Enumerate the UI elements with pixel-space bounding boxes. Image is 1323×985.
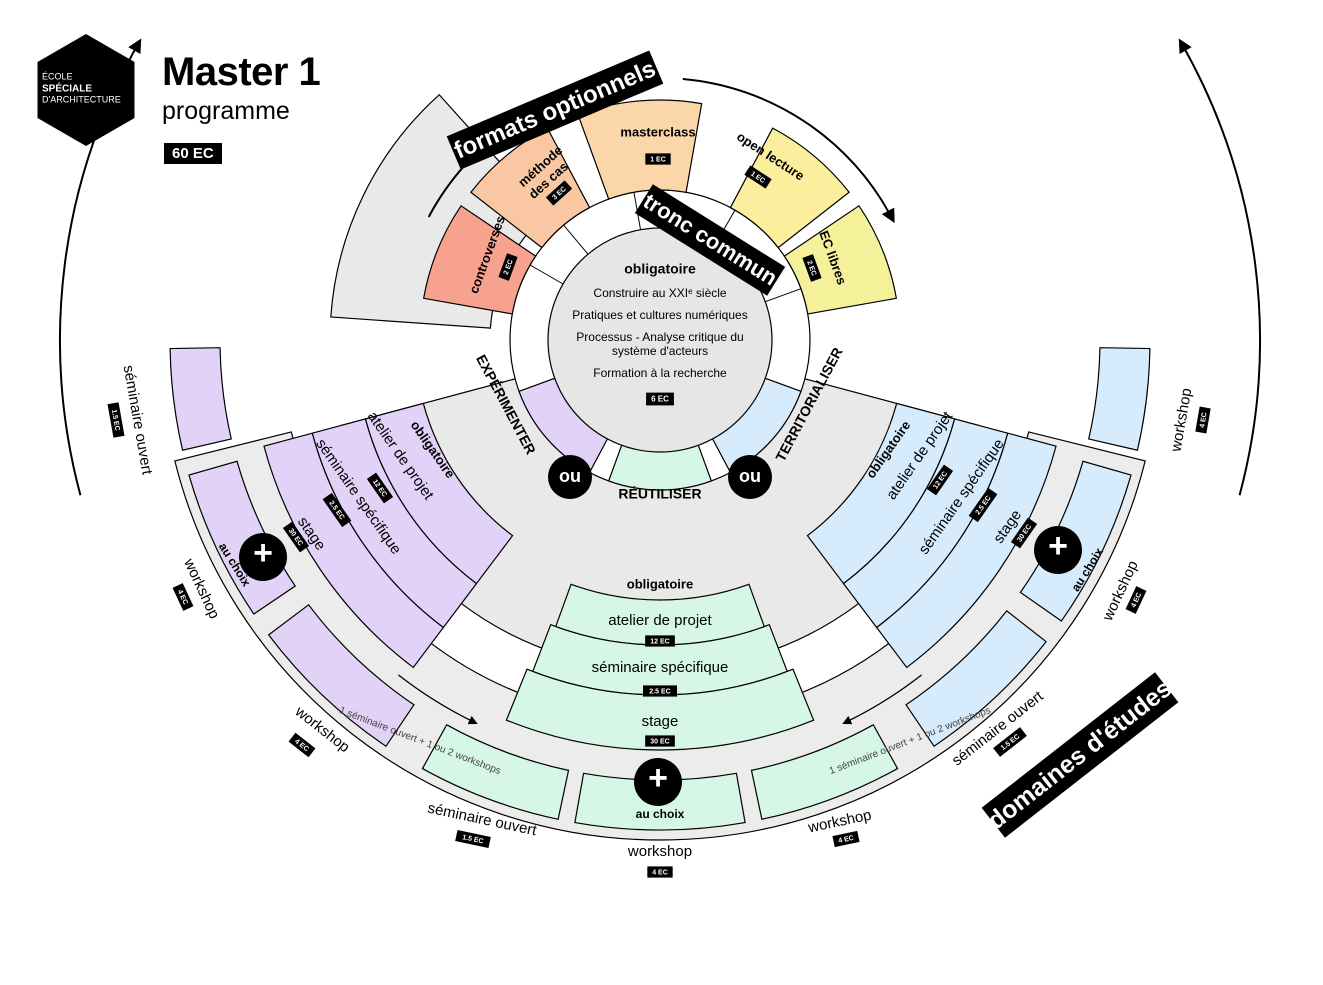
svg-text:30 EC: 30 EC — [650, 738, 669, 745]
core-item-2: Processus - Analyse critique du — [576, 330, 743, 344]
domains-outer-band — [174, 431, 1146, 841]
plus-right — [1034, 526, 1082, 574]
center-open-seminar-credits: 1.5 EC — [455, 829, 491, 849]
page-subtitle: programme — [162, 97, 290, 125]
page-title: Master 1 — [162, 50, 321, 94]
center-workshop-right — [750, 724, 899, 821]
center-compulsory-internship — [505, 668, 815, 751]
center-workshop-credits: 4 EC — [647, 866, 673, 878]
left-open-seminar — [169, 347, 232, 451]
right-open-seminar — [905, 610, 1047, 748]
plus-left-label: + — [253, 534, 273, 572]
optional-4 — [783, 204, 898, 315]
optional-2 — [577, 99, 703, 200]
domain-reutiliser-label: RÉUTILISER — [618, 486, 701, 502]
svg-text:1.5 EC: 1.5 EC — [110, 409, 121, 431]
svg-text:4 EC: 4 EC — [652, 869, 668, 876]
svg-text:2 EC: 2 EC — [503, 259, 515, 276]
left-workshop-2 — [267, 603, 415, 748]
total-credits-badge: 60 EC — [164, 143, 222, 164]
plus-center-label: + — [648, 759, 668, 797]
choice-label-center: au choix — [636, 807, 685, 821]
svg-text:6 EC: 6 EC — [651, 395, 669, 404]
logo-line3: D'ARCHITECTURE — [42, 94, 121, 104]
center-workshop-right-credits: 4 EC — [832, 830, 860, 848]
svg-text:1 EC: 1 EC — [650, 156, 666, 163]
or-left-label: ou — [559, 466, 581, 486]
svg-text:domaines d'études: domaines d'études — [982, 674, 1177, 835]
optional-credits-0: 2 EC — [498, 253, 518, 281]
svg-text:12 EC: 12 EC — [650, 638, 669, 645]
optional-label-2: masterclass — [620, 124, 695, 139]
logo-line1: ÉCOLE — [42, 71, 73, 81]
right-workshop-2-credits: 4 EC — [1195, 406, 1211, 434]
svg-text:2 EC: 2 EC — [805, 260, 817, 277]
choice-arrow-center-right — [842, 674, 923, 725]
center-seminar-credits: 2.5 EC — [642, 685, 678, 697]
right-workshop-2 — [1088, 347, 1151, 451]
center-studio-credits: 12 EC — [645, 635, 675, 647]
left-workshop-2-credits: 4 EC — [288, 732, 316, 758]
center-internship-credits: 30 EC — [645, 735, 675, 747]
svg-text:2.5 EC: 2.5 EC — [649, 688, 670, 695]
center-compulsory-heading: obligatoire — [627, 576, 693, 591]
center-internship-label: stage — [642, 713, 679, 730]
left-open-seminar-label: séminaire ouvert — [120, 364, 156, 477]
core-item-4: Formation à la recherche — [593, 366, 727, 380]
plus-left — [239, 533, 287, 581]
domains-arrow-right — [1178, 38, 1261, 496]
core-heading: obligatoire — [624, 261, 696, 277]
left-open-seminar-credits: 1.5 EC — [107, 402, 125, 438]
spoke — [563, 224, 589, 255]
optional-0 — [422, 204, 537, 315]
optional-1 — [470, 127, 591, 249]
svg-text:4 EC: 4 EC — [1199, 412, 1209, 429]
center-workshop-label: workshop — [627, 843, 692, 860]
spoke — [765, 288, 802, 303]
right-workshop-1-credits: 4 EC — [1125, 586, 1147, 614]
optional-credits-2: 1 EC — [645, 153, 671, 165]
svg-text:1.5 EC: 1.5 EC — [462, 834, 484, 845]
optional-arrow-right — [682, 78, 895, 224]
core-credits: 6 EC — [646, 392, 674, 406]
left-workshop-1-credits: 4 EC — [172, 583, 194, 611]
plus-center — [634, 758, 682, 806]
core-item-3: système d'acteurs — [612, 344, 708, 358]
right-compulsory-internship — [875, 432, 1057, 669]
spoke — [529, 264, 564, 285]
school-logo — [37, 34, 135, 146]
center-open-seminar-left — [421, 724, 570, 821]
center-seminar-label: séminaire spécifique — [592, 659, 729, 676]
right-workshop-2-label: workshop — [1167, 387, 1195, 454]
choice-arrow-center-left — [397, 674, 478, 725]
core-item-1: Pratiques et cultures numériques — [572, 308, 747, 322]
svg-text:4 EC: 4 EC — [838, 835, 855, 845]
or-right — [728, 455, 772, 499]
or-left — [548, 455, 592, 499]
logo-line2: SPÉCIALE — [42, 82, 92, 95]
optional-credits-4: 2 EC — [802, 254, 822, 282]
domains-arrow-left — [59, 38, 142, 496]
center-studio-label: atelier de projet — [608, 612, 712, 629]
core-item-0: Construire au XXIᵉ siècle — [593, 286, 727, 300]
or-right-label: ou — [739, 466, 761, 486]
plus-right-label: + — [1048, 527, 1068, 565]
